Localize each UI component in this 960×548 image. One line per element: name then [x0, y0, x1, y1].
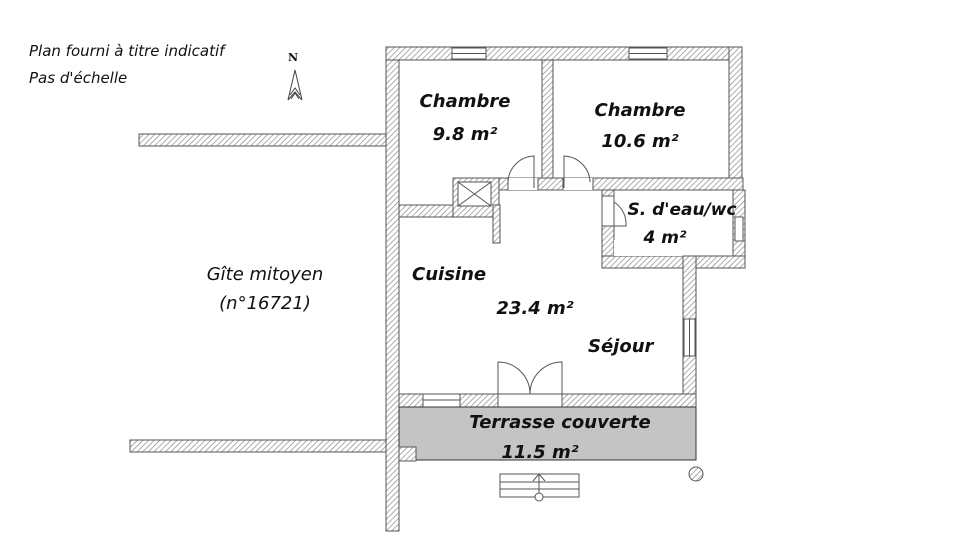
terrace-pillar-left	[398, 446, 417, 462]
room-area-chambre-2: 10.6 m²	[601, 131, 679, 152]
door-chambre-1	[507, 155, 535, 188]
west-wall	[385, 46, 400, 532]
room-area-salle-eau: 4 m²	[643, 228, 687, 248]
scale-note: Pas d'échelle	[29, 69, 128, 87]
neighbor-wall-bottom	[129, 439, 387, 453]
terrace-area	[398, 406, 697, 461]
room-name-salle-eau: S. d'eau/wc	[627, 200, 737, 220]
kitchen-stub-wall	[492, 204, 501, 244]
north-wall	[385, 46, 743, 61]
room-area-sejour-cuisine: 23.4 m²	[496, 298, 574, 319]
east-wall-upper	[728, 46, 743, 191]
room-name-sejour: Séjour	[588, 336, 654, 357]
partition-chambres	[541, 59, 554, 189]
north-label: N	[288, 51, 299, 64]
room-area-chambre-1: 9.8 m²	[432, 124, 498, 145]
room-name-terrasse: Terrasse couverte	[469, 412, 651, 433]
neighbor-wall-top	[138, 133, 388, 147]
neighbor-ref: (n°16721)	[219, 293, 311, 314]
bath-south-wall	[601, 255, 746, 269]
french-door	[497, 361, 563, 395]
room-name-cuisine: Cuisine	[412, 264, 487, 285]
window-bath	[734, 216, 744, 242]
door-bath	[604, 201, 627, 227]
north-arrow-icon	[287, 69, 303, 101]
door-chambre-2	[563, 155, 591, 188]
room-area-terrasse: 11.5 m²	[501, 442, 579, 463]
room-name-chambre-2: Chambre	[594, 100, 686, 121]
terrace-post	[688, 466, 704, 482]
neighbor-name: Gîte mitoyen	[206, 264, 324, 285]
room-name-chambre-1: Chambre	[419, 91, 511, 112]
disclaimer-text: Plan fourni à titre indicatif	[29, 42, 225, 60]
entrance-steps	[499, 473, 580, 502]
